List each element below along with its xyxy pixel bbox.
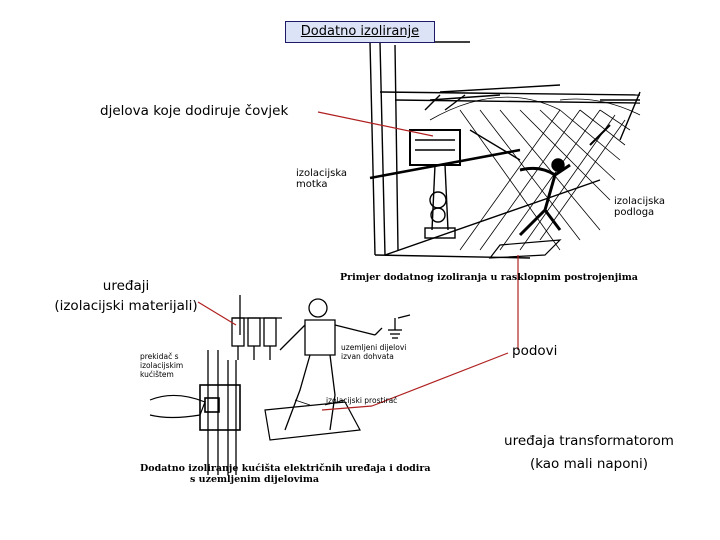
grounded-label-2: izvan dohvata	[341, 353, 394, 362]
top-figure-caption: Primjer dodatnog izoliranja u rasklopnim…	[340, 272, 638, 283]
bottom-caption-1: Dodatno izoliranje kućišta električnih u…	[140, 463, 431, 474]
label-devices-2: (izolacijski materijali)	[46, 297, 206, 315]
label-devices-1: uređaji	[46, 277, 206, 295]
page-title: Dodatno izoliranje	[286, 24, 434, 39]
label-floors: podovi	[512, 342, 557, 360]
bottom-caption-2: s uzemljenim dijelovima	[190, 474, 319, 485]
switch-label-3: kućištem	[140, 371, 174, 380]
floor-mat-label: izolacijski prostirač	[326, 397, 397, 406]
mat-label-2: podloga	[614, 207, 654, 218]
mat-label-1: izolacijska	[614, 196, 665, 207]
label-transformer-2: (kao mali naponi)	[494, 455, 684, 473]
panel-drawing	[150, 295, 410, 475]
label-transformer-1: uređaja transformatorom	[494, 432, 684, 450]
rod-label-1: izolacijska	[296, 168, 347, 179]
rod-label-2: motka	[296, 179, 328, 190]
pointer-lines	[198, 112, 518, 410]
label-touch-parts: djelova koje dodiruje čovjek	[100, 102, 288, 120]
title-box: Dodatno izoliranje	[285, 21, 435, 43]
switchgear-drawing	[370, 42, 640, 258]
